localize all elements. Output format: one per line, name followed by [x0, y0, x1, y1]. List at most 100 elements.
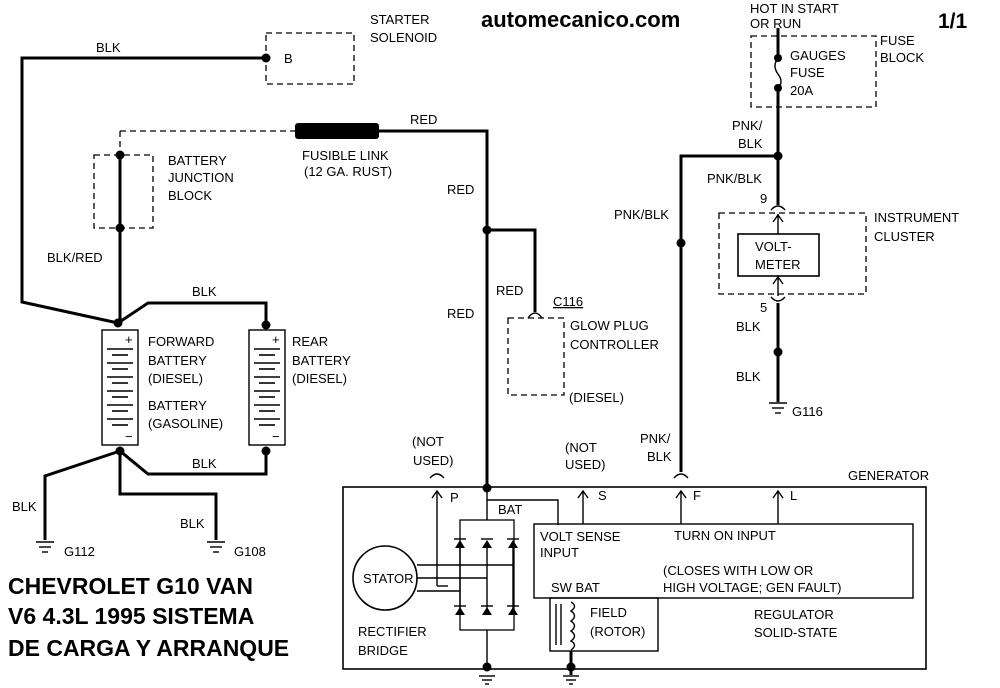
splice-pnk-blk-2 [676, 238, 686, 248]
rectifier-ground-dot [482, 662, 492, 672]
wire-pnk-blk-generator [679, 154, 778, 472]
rectifier-ground-icon [479, 675, 495, 685]
instrument-cluster-box [718, 212, 867, 295]
fuse-block-label-line1: FUSE [880, 33, 915, 48]
cluster-connector-5 [770, 296, 786, 302]
starter-label-line2: SOLENOID [370, 30, 437, 45]
starter-solenoid-box [265, 32, 355, 85]
gauges-fuse-icon [774, 57, 782, 89]
glow-plug-controller-box [507, 317, 565, 396]
wire-label-blk-g112: BLK [12, 499, 37, 514]
fuse-label-line2: FUSE [790, 65, 825, 80]
or-run-label: OR RUN [750, 16, 801, 31]
voltmeter-arrow-bottom [772, 275, 784, 285]
rear-battery-label-line1: REAR [292, 334, 328, 349]
terminal-f-label: F [693, 488, 701, 503]
diagram-title-line3: DE CARGA Y ARRANQUE [8, 635, 289, 661]
fuse-label-line1: GAUGES [790, 48, 846, 63]
wire-blk-negative [119, 449, 268, 476]
rear-battery-plus: + [272, 332, 280, 347]
generator-label: GENERATOR [848, 468, 929, 483]
voltmeter-label-line1: VOLT- [755, 239, 792, 254]
regulator-label-line1: REGULATOR [754, 607, 834, 622]
wire-label-pnk-top: PNK/ [732, 118, 763, 133]
wire-label-blk-cluster-2: BLK [736, 369, 761, 384]
wire-blk-g112 [43, 449, 121, 540]
forward-battery-cells [107, 348, 133, 426]
diagram-title-line2: V6 4.3L 1995 SISTEMA [8, 603, 254, 629]
cluster-pin-5: 5 [760, 300, 767, 315]
fusible-link-label-line1: FUSIBLE LINK [302, 148, 389, 163]
fuse-block-label-line2: BLOCK [880, 50, 924, 65]
terminal-p-connector [429, 473, 445, 479]
not-used-p-line2: USED) [413, 453, 453, 468]
rear-battery-label-line2: BATTERY [292, 353, 351, 368]
not-used-p-line1: (NOT [412, 434, 444, 449]
voltmeter [737, 233, 820, 277]
terminal-s-arrow [577, 489, 589, 499]
terminal-s-label: S [598, 488, 607, 503]
wire-red-main [379, 129, 489, 488]
volt-sense-line1: VOLT SENSE [540, 529, 621, 544]
cluster-connector-9 [770, 205, 786, 211]
sw-bat-label: SW BAT [551, 580, 600, 595]
glow-plug-label-line1: GLOW PLUG [570, 318, 649, 333]
field-ground-dot [566, 662, 576, 672]
volt-sense-line2: INPUT [540, 545, 579, 560]
voltmeter-arrow-top [772, 213, 784, 223]
wire-red-glowplug [487, 228, 537, 312]
forward-battery-label-line3: (DIESEL) [148, 371, 203, 386]
wire-label-pnk-blk-cluster: PNK/BLK [707, 171, 762, 186]
glow-plug-label-line2: CONTROLLER [570, 337, 659, 352]
ground-g108-icon [207, 541, 225, 553]
forward-battery-label-line4: BATTERY [148, 398, 207, 413]
field-coil-icon [569, 601, 576, 651]
rear-battery-label-line3: (DIESEL) [292, 371, 347, 386]
not-used-s-line2: USED) [565, 457, 605, 472]
wire-label-pnk-blk-branch: PNK/BLK [614, 207, 669, 222]
site-title: automecanico.com [481, 7, 680, 32]
rectifier-bridge [417, 500, 519, 670]
regulator-label-line2: SOLID-STATE [754, 625, 838, 640]
rectifier-label-line1: RECTIFIER [358, 624, 427, 639]
generator-f-connector [673, 473, 689, 479]
splice-blk-g116 [773, 347, 783, 357]
hot-in-start-label: HOT IN START [750, 1, 839, 16]
cluster-pin-9: 9 [760, 191, 767, 206]
wire-label-blk-top: BLK [96, 40, 121, 55]
field-box [549, 597, 659, 652]
wire-label-pnk-lower: PNK/ [640, 431, 671, 446]
fuse-block-box [750, 35, 877, 108]
fuse-label-line3: 20A [790, 83, 813, 98]
forward-battery [101, 329, 139, 446]
bat-internal-wire [486, 488, 559, 525]
field-label-line2: (ROTOR) [590, 624, 645, 639]
battery-junction-block-box [93, 154, 154, 229]
forward-battery-label-line5: (GASOLINE) [148, 416, 223, 431]
turn-on-input-label: TURN ON INPUT [674, 528, 776, 543]
stator-label: STATOR [363, 571, 414, 586]
closes-label-line1: (CLOSES WITH LOW OR [663, 563, 813, 578]
ground-g116-label: G116 [792, 404, 823, 419]
starter-label-line1: STARTER [370, 12, 429, 27]
field-label-line1: FIELD [590, 605, 627, 620]
not-used-s-line1: (NOT [565, 440, 597, 455]
terminal-p-label: P [450, 490, 459, 505]
terminal-p-arrow [431, 489, 443, 499]
terminal-f-arrow [675, 489, 687, 499]
wire-label-red-3: RED [447, 306, 474, 321]
rear-battery [248, 329, 286, 446]
wire-blk-starter [20, 56, 266, 325]
closes-label-line2: HIGH VOLTAGE; GEN FAULT) [663, 580, 841, 595]
connector-c116-label: C116 [553, 294, 583, 309]
diagram-title-line1: CHEVROLET G10 VAN [8, 573, 253, 599]
fusible-link-label-line2: (12 GA. RUST) [304, 164, 392, 179]
starter-b-label: B [284, 51, 293, 66]
cluster-label-line2: CLUSTER [874, 229, 935, 244]
wire-label-blk-cluster-1: BLK [736, 319, 761, 334]
forward-battery-minus: − [125, 429, 133, 444]
ground-g116-icon [769, 402, 787, 414]
regulator-box [533, 523, 914, 599]
wire-blk-g108 [118, 451, 218, 540]
